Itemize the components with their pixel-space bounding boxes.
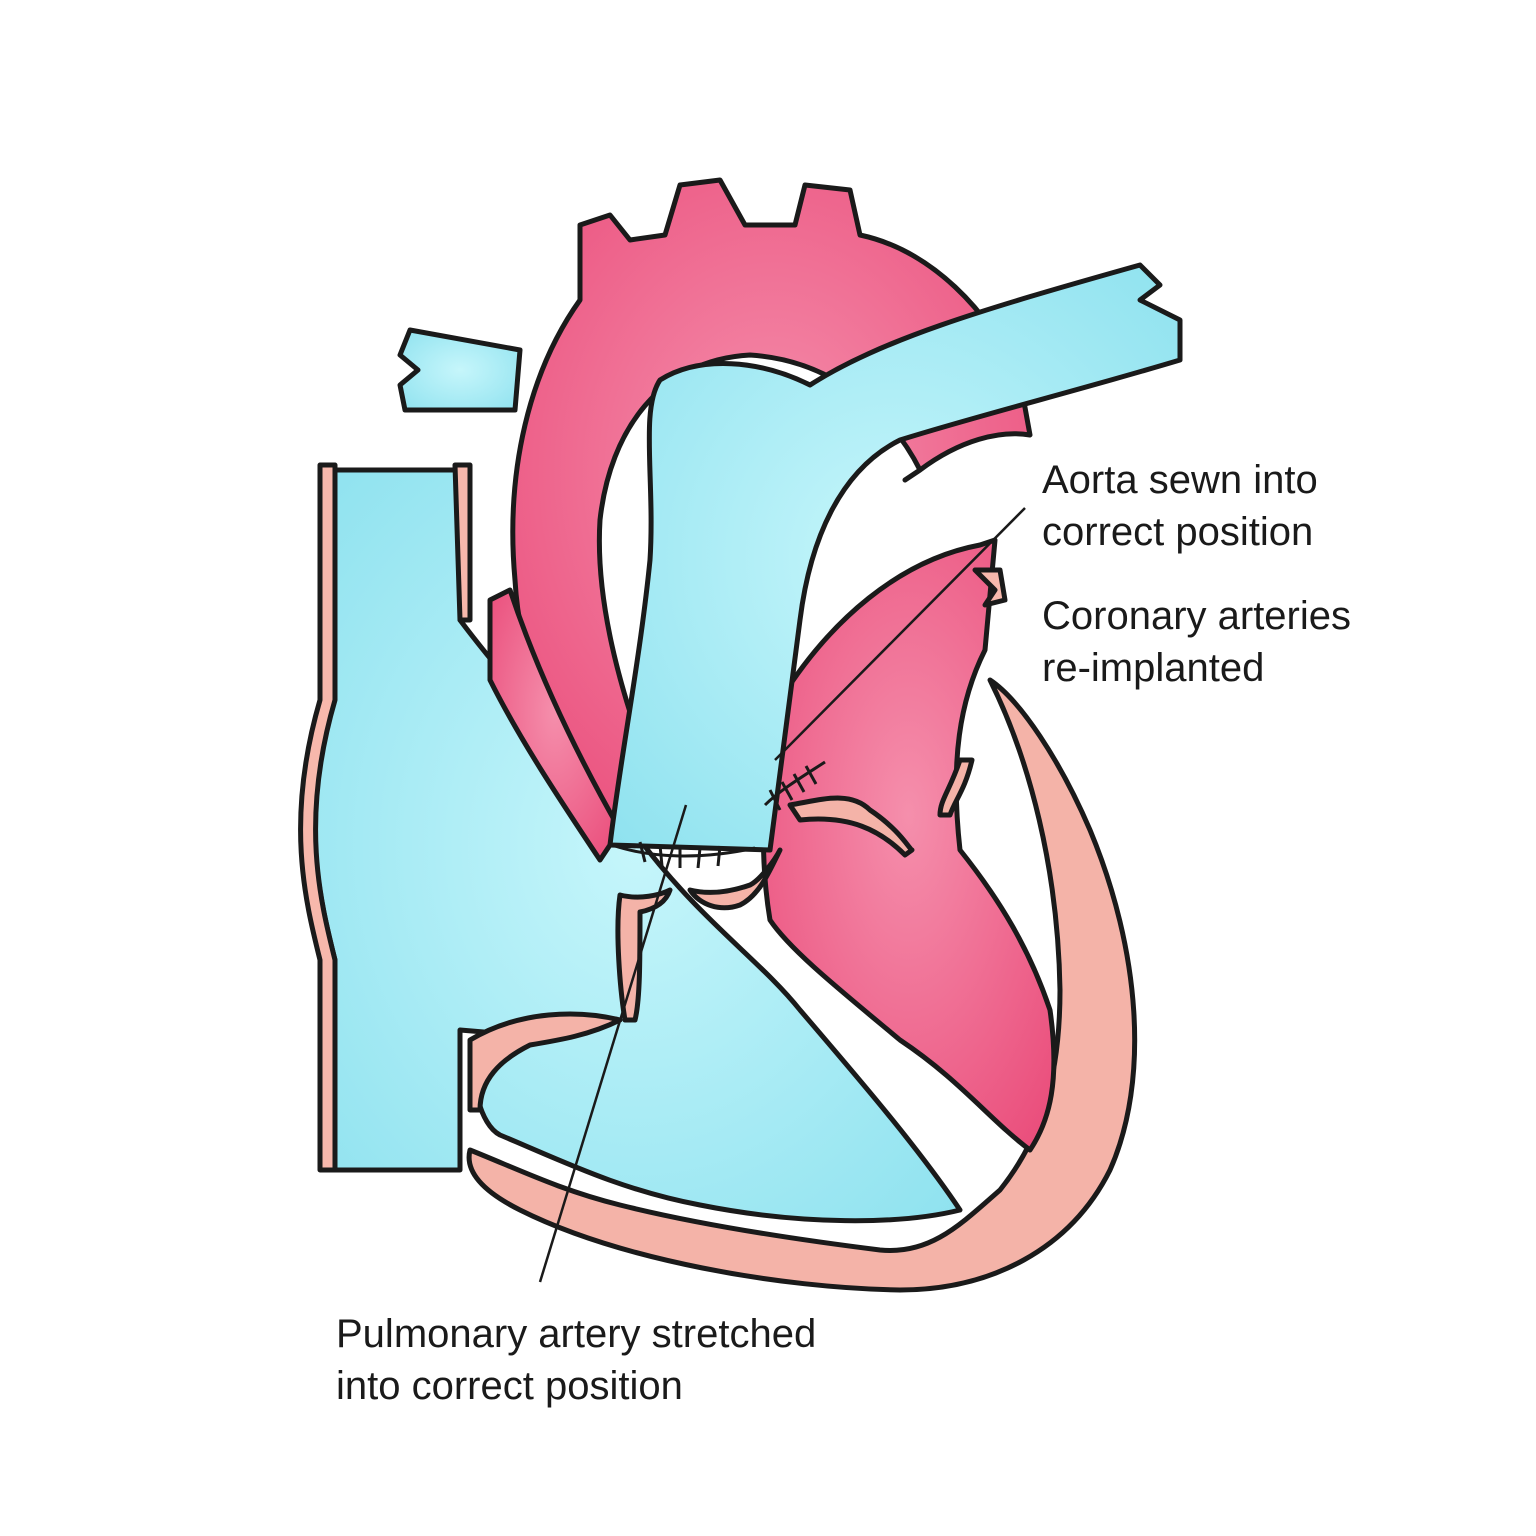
coronary-label-line1: Coronary arteries: [1042, 594, 1352, 638]
aortic-valve-leaflet: [787, 795, 915, 858]
aorta-label: Aorta sewn into correct position: [1042, 454, 1318, 558]
aorta-leader-line: [774, 507, 1026, 761]
septum-wall: [467, 1011, 623, 1113]
aortic-suture-line: [763, 760, 826, 811]
pulmonary-valve-leaflet-right: [687, 847, 783, 911]
right-atrium-wall-right: [452, 462, 473, 623]
right-atrium-wall-left: [298, 462, 338, 1173]
myocardium-wall: [466, 677, 1138, 1293]
left-pulmonary-branch: [397, 327, 523, 413]
coronary-label-line2: re-implanted: [1042, 646, 1265, 690]
pulmonary-label-line1: Pulmonary artery stretched: [336, 1312, 817, 1356]
pulmonary-label: Pulmonary artery stretched into correct …: [336, 1308, 816, 1412]
mitral-chordae: [937, 757, 975, 818]
aorta-label-line2: correct position: [1042, 510, 1314, 554]
pulmonary-suture-line: [611, 841, 756, 869]
pulmonary-trunk: [607, 262, 1183, 853]
coronary-flap: [972, 567, 1008, 608]
coronary-label: Coronary arteries re-implanted: [1042, 590, 1351, 694]
pulmonary-leader-line: [538, 804, 688, 1283]
pulmonary-label-line2: into correct position: [336, 1364, 683, 1408]
aorta-label-line1: Aorta sewn into: [1042, 458, 1318, 502]
